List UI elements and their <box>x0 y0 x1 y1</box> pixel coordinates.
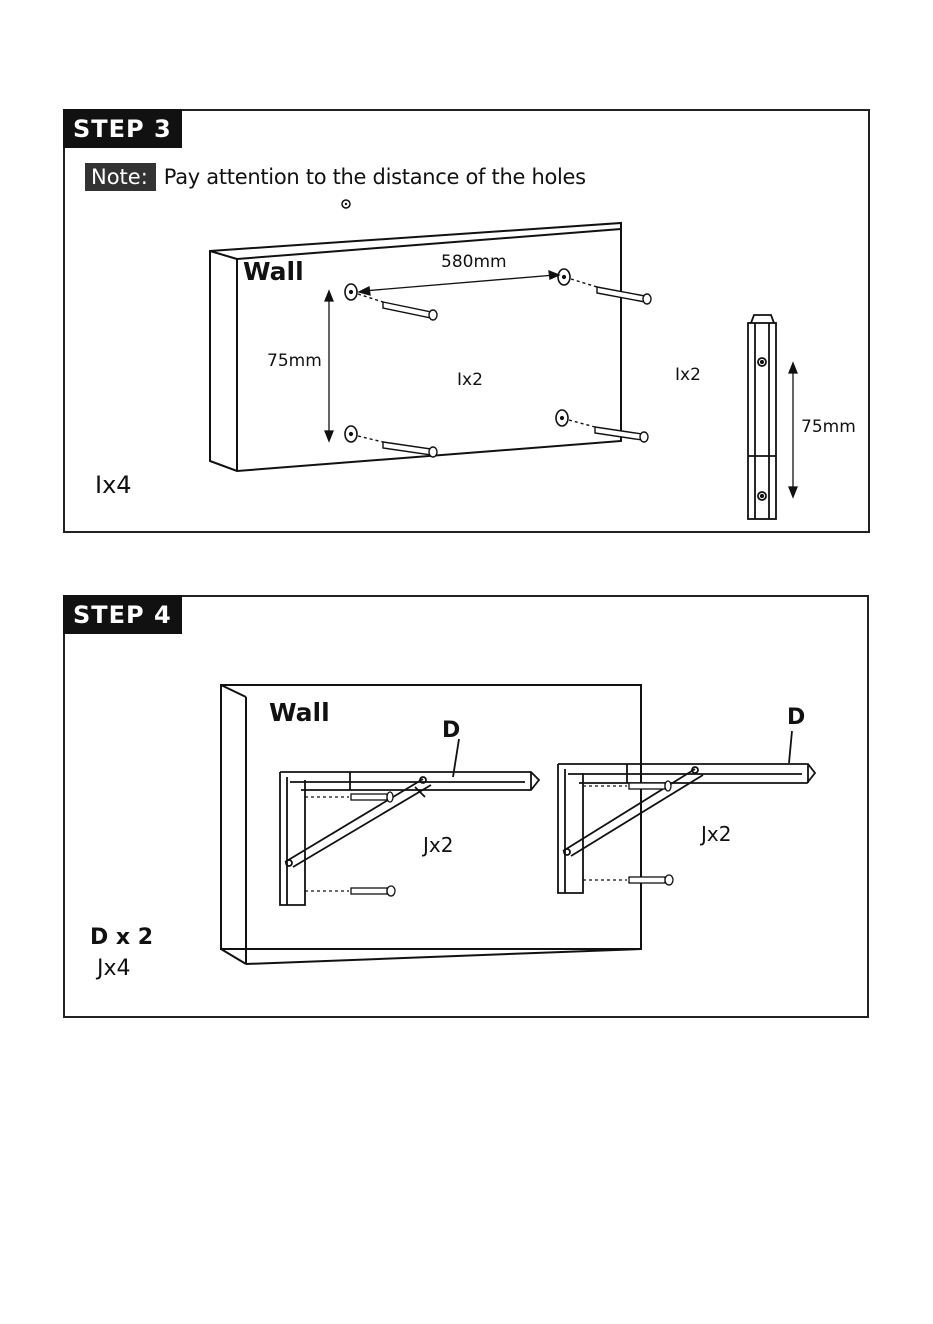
vertical-distance-label: 75mm <box>267 351 322 371</box>
total-anchor-qty: Ix4 <box>95 471 132 499</box>
bracket-label-right: D <box>787 705 805 730</box>
bracket-label-left: D <box>442 718 460 743</box>
wall-label: Wall <box>269 698 330 727</box>
total-bracket-qty: D x 2 <box>90 925 153 950</box>
step-4-panel: STEP 4 <box>63 595 869 1018</box>
screw-icon <box>305 792 395 896</box>
drill-hole-icon <box>345 269 570 442</box>
total-screw-qty: Jx4 <box>97 956 131 981</box>
step-3-diagram <box>65 111 870 533</box>
vertical-dimension-arrow <box>325 291 333 441</box>
screw-qty-right: Jx2 <box>701 822 731 846</box>
horizontal-dimension-arrow <box>359 271 559 295</box>
step-4-diagram <box>65 597 869 1018</box>
bracket-dimension-arrow <box>789 363 797 497</box>
horizontal-distance-label: 580mm <box>441 252 507 272</box>
anchor-qty-center: Ix2 <box>457 370 483 390</box>
bracket-side-view <box>748 315 776 519</box>
anchor-qty-right: Ix2 <box>675 365 701 385</box>
bracket-distance-label: 75mm <box>801 417 856 437</box>
wall-anchor-icon <box>358 279 651 457</box>
wall-label: Wall <box>243 257 304 286</box>
screw-qty-left: Jx2 <box>423 833 453 857</box>
step-3-panel: STEP 3 Note: Pay attention to the distan… <box>63 109 870 533</box>
screw-icon <box>583 781 673 885</box>
folding-bracket-left <box>280 739 539 905</box>
folding-bracket-right <box>558 731 815 893</box>
small-hole-marker-icon <box>342 200 350 208</box>
